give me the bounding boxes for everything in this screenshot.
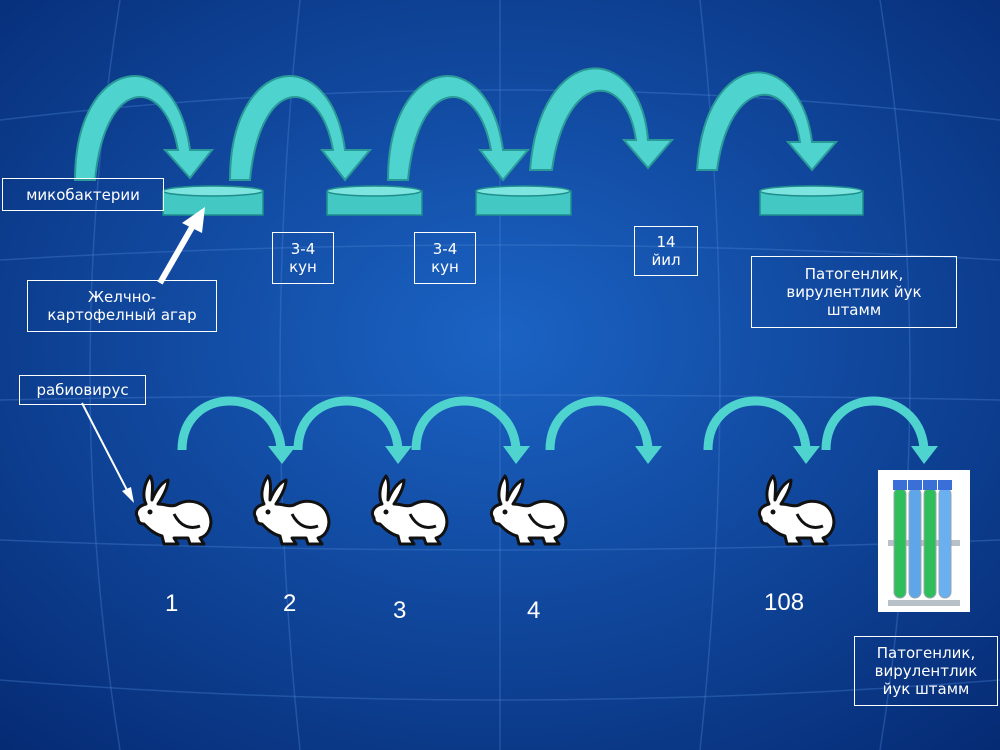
agar-pointer-arrow-icon [157,207,205,285]
petri-dish-icon [162,185,264,216]
rabbit-icon [252,474,331,546]
passage-number: 2 [283,590,297,617]
arrow-icon [177,396,296,464]
passage-number: 4 [527,597,541,624]
arrow-icon [73,75,215,181]
mycobacteria-label: микобактерии [2,178,164,211]
top-arrows [73,67,839,182]
petri-dish-icon [326,185,423,216]
petri-dishes [162,185,864,216]
rabbit-icon [489,474,568,546]
arrow-icon [703,396,820,464]
arrow-icon [228,75,373,182]
bottom-arrows [177,396,938,464]
arrow-icon [293,396,412,464]
arrow-icon [545,396,662,464]
petri-dish-icon [759,185,864,216]
days-label-1: 3-4 кун [272,232,334,284]
passage-number: 1 [165,590,179,617]
rabbit-icon [370,474,449,546]
rabies-pointer-arrow-icon [81,402,134,503]
petri-dish-icon [475,185,572,216]
agar-label: Желчно- картофелный агар [27,280,217,332]
arrow-icon [695,71,839,172]
result-top-label: Патогенлик, вирулентлик йук штамм [751,256,957,328]
arrow-icon [528,67,675,171]
test-tube-rack-icon [878,470,970,612]
result-bottom-label: Патогенлик, вирулентлик йук штамм [854,636,998,706]
rabbit-icon [134,474,213,546]
arrow-icon [821,396,938,464]
arrow-icon [386,75,531,182]
rabies-label: рабиовирус [19,375,146,405]
years-label: 14 йил [634,226,698,276]
passage-number: 3 [393,597,407,624]
arrow-icon [411,396,530,464]
rabbit-icon [757,474,836,546]
passage-number: 108 [764,589,805,616]
days-label-2: 3-4 кун [414,232,476,284]
